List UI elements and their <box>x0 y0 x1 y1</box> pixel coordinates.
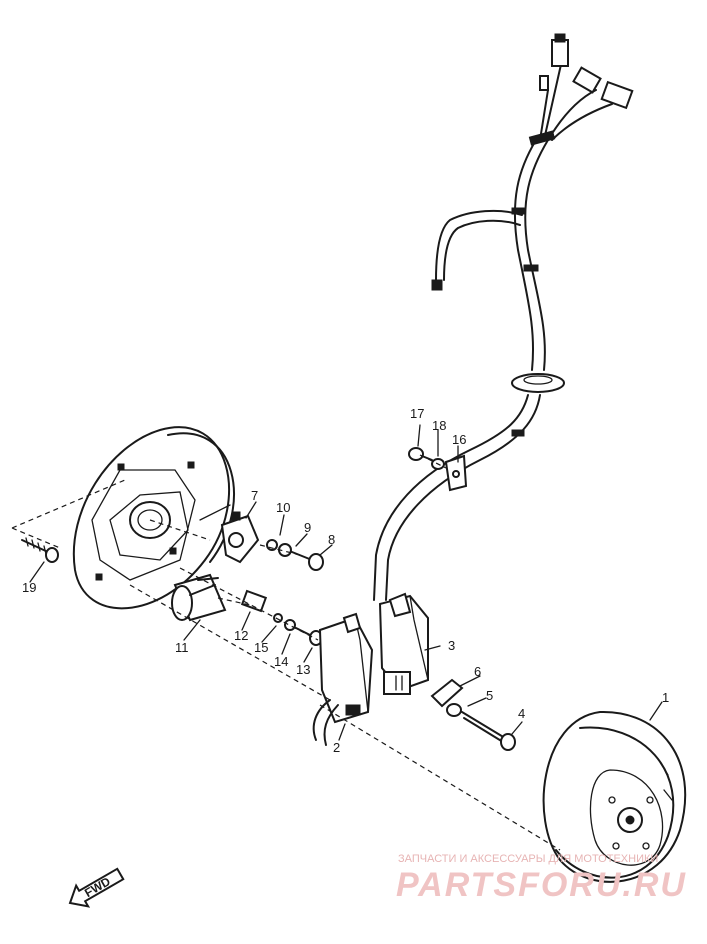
leader-lines <box>29 424 663 741</box>
part-label-1: 1 <box>662 690 669 705</box>
assembly-guide-lines <box>11 454 561 851</box>
screw-19 <box>21 537 59 563</box>
part-label-9: 9 <box>304 520 311 535</box>
part-label-19: 19 <box>22 580 36 595</box>
watermark-tagline: ЗАПЧАСТИ И АКСЕССУАРЫ ДЛЯ МОТОТЕХНИКИ <box>398 853 658 865</box>
watermark-brand: PARTSFORU.RU <box>396 866 687 904</box>
flywheel-rotor-1 <box>542 710 687 883</box>
part-number-labels: 1 2 3 4 5 6 7 8 9 10 11 12 13 14 15 16 1… <box>22 406 669 755</box>
part-label-8: 8 <box>328 532 335 547</box>
part-label-18: 18 <box>432 418 446 433</box>
part-label-11: 11 <box>175 640 189 655</box>
part-label-10: 10 <box>276 500 290 515</box>
part-label-15: 15 <box>254 640 268 655</box>
part-label-4: 4 <box>518 706 525 721</box>
bolt-4 <box>461 711 516 751</box>
part-label-13: 13 <box>296 662 310 677</box>
part-label-5: 5 <box>486 688 493 703</box>
watermark: ЗАПЧАСТИ И АКСЕССУАРЫ ДЛЯ МОТОТЕХНИКИ PA… <box>396 853 687 904</box>
part-label-16: 16 <box>452 432 466 447</box>
forward-direction-arrow: FWD <box>68 867 125 908</box>
part-label-7: 7 <box>251 488 258 503</box>
condenser-assembly <box>171 573 323 646</box>
wiring-harness <box>373 33 634 601</box>
part-label-17: 17 <box>410 406 424 421</box>
bracket-6 <box>430 678 464 708</box>
part-label-2: 2 <box>333 740 340 755</box>
part-label-3: 3 <box>448 638 455 653</box>
ignition-coil-3 <box>378 592 429 695</box>
screw-17 <box>408 447 433 461</box>
part-label-6: 6 <box>474 664 481 679</box>
contact-breaker-assembly <box>220 511 324 571</box>
ignition-coil-2 <box>312 612 374 746</box>
part-label-12: 12 <box>234 628 248 643</box>
part-label-14: 14 <box>274 654 288 669</box>
washer-5 <box>446 703 462 717</box>
clamp-16 <box>444 454 468 492</box>
